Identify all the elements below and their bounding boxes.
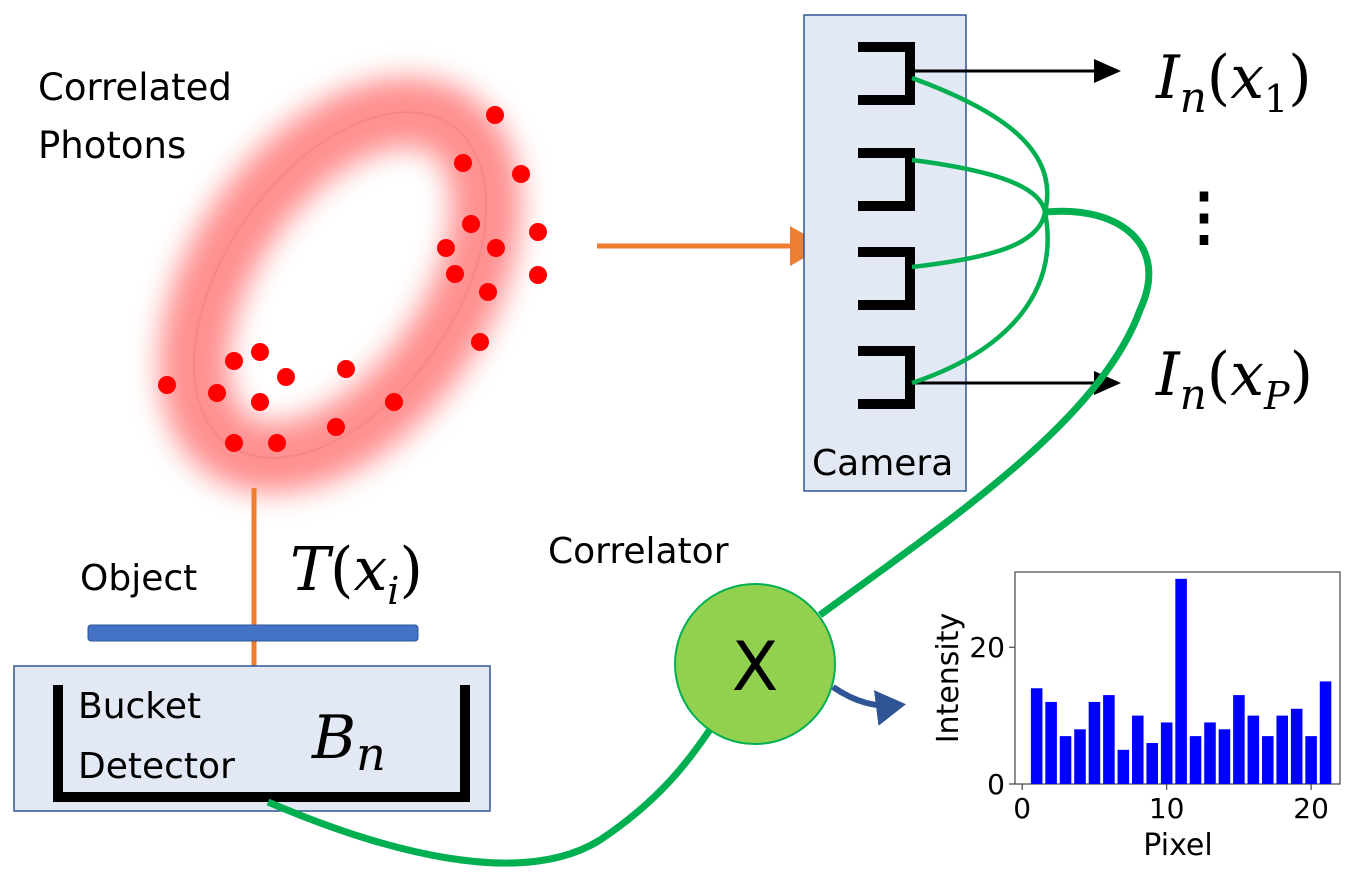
- photon-dot: [462, 215, 480, 233]
- camera-output-last-formula: In(xP): [1155, 340, 1313, 419]
- camera-wire-3: [911, 211, 1048, 270]
- chart-ticks: 0 10 20 0 20: [969, 631, 1329, 825]
- camera-label: Camera: [812, 443, 953, 484]
- chart-x-tick-label: 0: [1013, 792, 1031, 825]
- chart-bar: [1218, 729, 1231, 784]
- photon-dot: [385, 393, 403, 411]
- chart-bar: [1290, 708, 1303, 784]
- bucket-label-line1: Bucket: [78, 686, 201, 727]
- correlator-label: Correlator: [548, 531, 729, 572]
- camera-pixels: [858, 42, 915, 409]
- camera-to-correlator-wire: [817, 207, 1153, 618]
- chart-bar: [1088, 701, 1101, 784]
- chart-bar: [1175, 578, 1187, 784]
- transmission-formula: T(xi): [290, 535, 423, 613]
- photon-dot: [225, 352, 243, 370]
- chart-bar: [1189, 736, 1202, 784]
- photon-dot: [327, 418, 345, 436]
- photon-dot: [337, 360, 355, 378]
- camera-output-first-formula: In(x1): [1155, 43, 1312, 122]
- correlator-node: [674, 583, 836, 745]
- camera-wire-2: [911, 157, 1048, 213]
- photon-dots: [158, 106, 547, 452]
- bucket-signal-formula: Bn: [311, 703, 386, 781]
- bucket-detector-shape: [53, 685, 470, 802]
- camera-wires: [911, 75, 1050, 386]
- chart-y-axis-label: Intensity: [931, 613, 966, 744]
- vertical-dots: ⋮: [1172, 179, 1236, 254]
- chart-x-axis-label: Pixel: [1143, 828, 1212, 863]
- chart-bar: [1045, 701, 1057, 784]
- chart-bar: [1132, 715, 1144, 784]
- photon-dot: [208, 384, 226, 402]
- chart-bar: [1117, 749, 1130, 784]
- photon-dot: [277, 368, 295, 386]
- photon-dot: [251, 343, 269, 361]
- photon-dot: [268, 434, 286, 452]
- chart-bar: [1305, 736, 1317, 784]
- camera-wire-1: [911, 75, 1050, 213]
- photon-dot: [251, 393, 269, 411]
- chart-bar: [1233, 695, 1245, 784]
- bucket-detector-box: [13, 665, 491, 812]
- camera-pixel-4: [858, 346, 915, 409]
- photon-dot: [487, 239, 505, 257]
- correlated-photons-label-line2: Photons: [38, 124, 186, 167]
- photon-dot: [158, 376, 176, 394]
- chart-bar: [1262, 736, 1274, 784]
- bucket-label-line2: Detector: [78, 746, 235, 787]
- chart-bar: [1059, 736, 1072, 784]
- chart-bar: [1030, 688, 1043, 784]
- chart-bar: [1247, 715, 1260, 784]
- correlator-output-arrow: [831, 684, 906, 726]
- photon-dot: [471, 333, 489, 351]
- chart-x-tick-label: 10: [1149, 792, 1185, 825]
- chart-bar: [1074, 729, 1086, 784]
- chart-x-tick-label: 20: [1293, 792, 1329, 825]
- photon-dot: [437, 239, 455, 257]
- photon-dot: [486, 106, 504, 124]
- chart-y-tick-label: 0: [987, 768, 1005, 801]
- photon-dot: [446, 265, 464, 283]
- photon-dot: [512, 165, 530, 183]
- chart-bar: [1160, 722, 1173, 784]
- photon-dot: [454, 154, 472, 172]
- photon-dot: [529, 223, 547, 241]
- object-plate: [87, 624, 419, 642]
- chart-y-tick-label: 20: [969, 631, 1005, 664]
- camera-pixel-1: [858, 42, 915, 105]
- chart-bar: [1319, 681, 1332, 784]
- chart-bar: [1204, 722, 1216, 784]
- camera-wire-4: [911, 211, 1050, 386]
- correlator-symbol: X: [732, 628, 779, 707]
- camera-pixel-2: [858, 148, 915, 211]
- chart-bars: [1030, 578, 1332, 784]
- photon-dot: [479, 283, 497, 301]
- object-label: Object: [80, 558, 197, 599]
- intensity-bar-chart: 0 10 20 0 20 Pixel Intensity: [931, 571, 1341, 863]
- bucket-to-correlator-wire: [266, 720, 718, 867]
- photon-dot: [225, 434, 243, 452]
- photon-dot: [529, 266, 547, 284]
- chart-bar: [1276, 715, 1288, 784]
- correlated-photons-label-line1: Correlated: [38, 66, 232, 109]
- chart-bar: [1103, 695, 1115, 784]
- camera-pixel-3: [858, 247, 915, 310]
- chart-bar: [1146, 742, 1158, 784]
